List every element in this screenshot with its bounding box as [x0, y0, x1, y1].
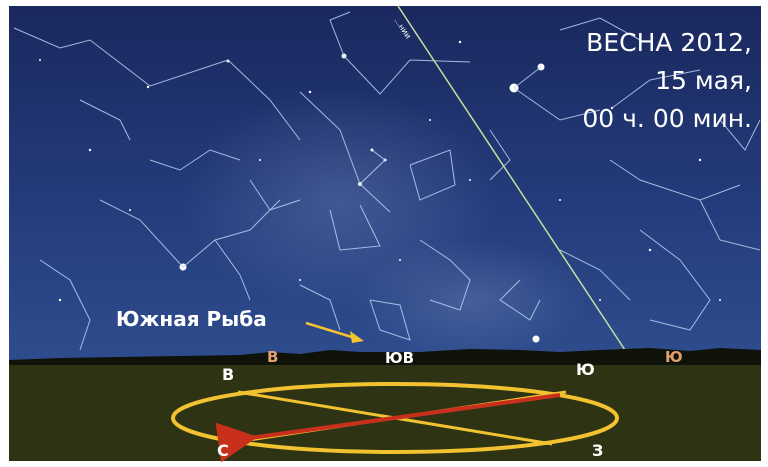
constellation-pointer: [305, 321, 356, 340]
ecliptic-line: [397, 5, 626, 351]
horizon-silhouette: [9, 348, 761, 368]
compass-west: З: [592, 441, 604, 460]
compass-east: В: [222, 365, 235, 384]
horizon-label-east: В: [267, 348, 279, 366]
compass-south: Ю: [576, 360, 595, 379]
constellation-label: Южная Рыба: [116, 307, 267, 331]
date-line: 15 мая,: [655, 66, 752, 95]
season-title: ВЕСНА 2012,: [586, 28, 752, 57]
time-line: 00 ч. 00 мин.: [582, 104, 752, 133]
constellation-lines: [13, 11, 761, 351]
compass-north: С: [217, 441, 229, 460]
horizon-ellipse: [171, 382, 619, 454]
ground: [9, 365, 761, 461]
constellation-pointer-head: [350, 331, 364, 343]
direction-arrow: [215, 393, 561, 463]
horizon-label-southeast: ЮВ: [385, 349, 415, 367]
horizon-label-south: Ю: [665, 348, 683, 366]
